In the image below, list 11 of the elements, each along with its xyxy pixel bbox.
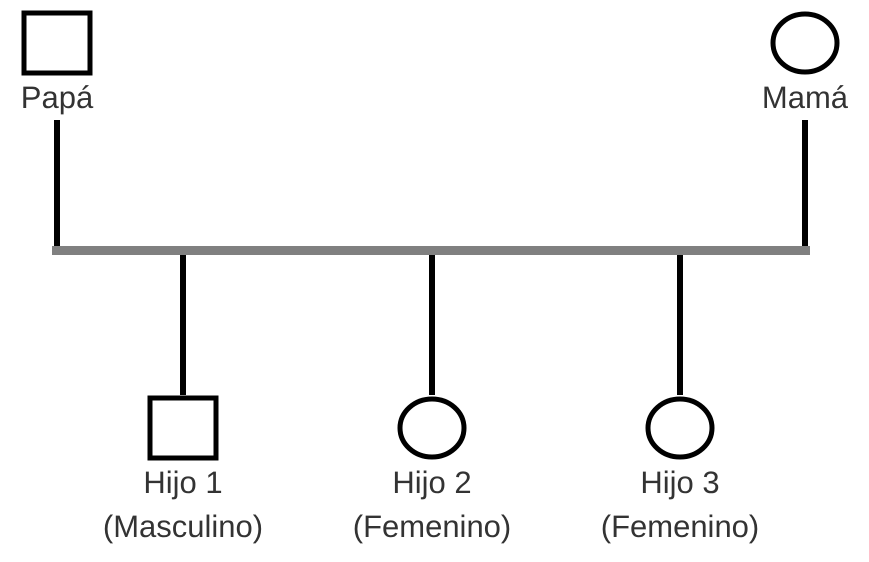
person-label: Hijo 3 (Femenino) xyxy=(600,464,760,546)
connector-line xyxy=(677,255,683,395)
connector-line xyxy=(802,120,808,246)
person-label: Papá xyxy=(20,79,94,117)
horizontal-bar xyxy=(52,246,810,255)
person-label: Mamá xyxy=(762,79,848,117)
person-label: Hijo 1 (Masculino) xyxy=(102,464,264,546)
connector-line xyxy=(429,255,435,395)
connector-line xyxy=(54,120,60,246)
person-label: Hijo 2 (Femenino) xyxy=(352,464,512,546)
connector-line xyxy=(180,255,186,395)
